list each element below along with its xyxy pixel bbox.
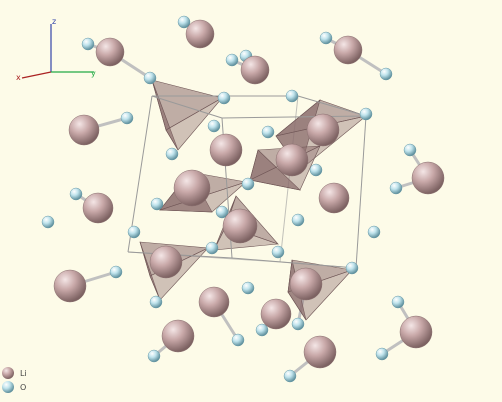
cation-atom[interactable] — [149, 245, 183, 279]
anion-atom[interactable] — [215, 205, 229, 219]
anion-atom[interactable] — [255, 323, 269, 337]
anion-atom[interactable] — [283, 369, 297, 383]
anion-atom[interactable] — [207, 119, 221, 133]
cell-edge — [231, 257, 357, 269]
crystal-structure — [41, 15, 445, 383]
cation-atom[interactable] — [161, 319, 195, 353]
anion-atom[interactable] — [231, 333, 245, 347]
anion-atom[interactable] — [291, 317, 305, 331]
x-axis-line — [21, 71, 52, 79]
cation-atom[interactable] — [209, 133, 243, 167]
anion-atom[interactable] — [261, 125, 275, 139]
cation-atom[interactable] — [333, 35, 363, 65]
legend-anion-swatch — [2, 381, 14, 393]
axes-triad: z x y — [16, 17, 96, 82]
cation-atom[interactable] — [260, 298, 292, 330]
cell-edge — [127, 95, 153, 253]
legend-cation-label: Li — [20, 369, 27, 378]
x-axis-label: x — [16, 73, 21, 82]
cation-atom[interactable] — [198, 286, 230, 318]
atom-layer — [41, 15, 445, 383]
cation-atom[interactable] — [173, 169, 211, 207]
cation-atom[interactable] — [95, 37, 125, 67]
anion-atom[interactable] — [149, 295, 163, 309]
cell-edge — [355, 115, 367, 269]
anion-atom[interactable] — [225, 53, 239, 67]
cation-atom[interactable] — [399, 315, 433, 349]
anion-atom[interactable] — [147, 349, 161, 363]
anion-atom[interactable] — [165, 147, 179, 161]
anion-atom[interactable] — [367, 225, 381, 239]
cation-atom[interactable] — [275, 143, 309, 177]
anion-atom[interactable] — [403, 143, 417, 157]
anion-atom[interactable] — [109, 265, 123, 279]
anion-atom[interactable] — [143, 71, 157, 85]
tetrahedron-face — [165, 97, 223, 151]
legend-item-cation: Li — [2, 367, 27, 379]
anion-atom[interactable] — [241, 281, 255, 295]
anion-atom[interactable] — [271, 245, 285, 259]
anion-atom[interactable] — [319, 31, 333, 45]
legend-cation-swatch — [2, 367, 14, 379]
anion-atom[interactable] — [41, 215, 55, 229]
legend-item-anion: O — [2, 381, 26, 393]
anion-atom[interactable] — [241, 177, 255, 191]
cation-atom[interactable] — [289, 267, 323, 301]
anion-atom[interactable] — [177, 15, 191, 29]
cation-atom[interactable] — [318, 182, 350, 214]
legend-anion-label: O — [20, 383, 26, 392]
anion-atom[interactable] — [120, 111, 134, 125]
cation-atom[interactable] — [222, 208, 258, 244]
anion-atom[interactable] — [391, 295, 405, 309]
anion-atom[interactable] — [389, 181, 403, 195]
anion-atom[interactable] — [150, 197, 164, 211]
cation-atom[interactable] — [306, 113, 340, 147]
cation-atom[interactable] — [303, 335, 337, 369]
anion-atom[interactable] — [81, 37, 95, 51]
anion-atom[interactable] — [309, 163, 323, 177]
anion-atom[interactable] — [127, 225, 141, 239]
anion-atom[interactable] — [359, 107, 373, 121]
cell-edge — [151, 95, 223, 119]
anion-atom[interactable] — [205, 241, 219, 255]
cation-atom[interactable] — [240, 55, 270, 85]
anion-atom[interactable] — [345, 261, 359, 275]
z-axis-label: z — [52, 17, 56, 26]
cation-atom[interactable] — [68, 114, 100, 146]
cell-edge — [221, 115, 367, 119]
atom-legend: Li O — [2, 367, 27, 393]
anion-atom[interactable] — [217, 91, 231, 105]
cation-atom[interactable] — [53, 269, 87, 303]
cation-atom[interactable] — [82, 192, 114, 224]
anion-atom[interactable] — [69, 187, 83, 201]
anion-atom[interactable] — [285, 89, 299, 103]
anion-atom[interactable] — [379, 67, 393, 81]
anion-atom[interactable] — [291, 213, 305, 227]
cell-edge — [297, 95, 367, 117]
cation-atom[interactable] — [411, 161, 445, 195]
y-axis-label: y — [91, 69, 96, 78]
cation-atom[interactable] — [185, 19, 215, 49]
anion-atom[interactable] — [375, 347, 389, 361]
